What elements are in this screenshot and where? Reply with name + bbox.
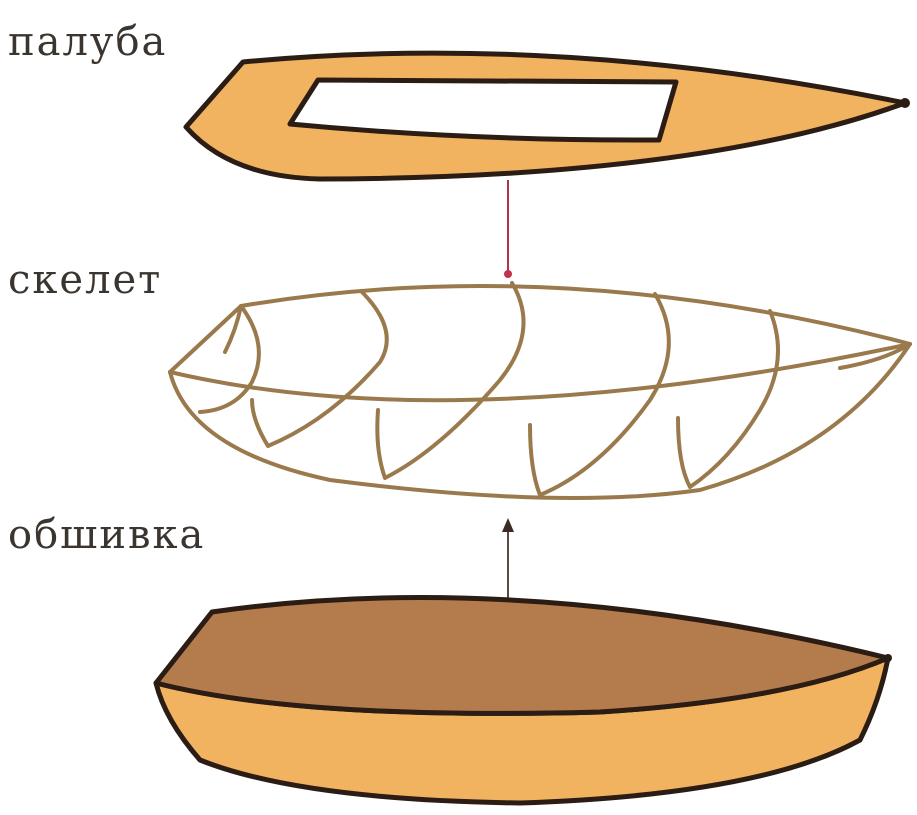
hull-frame-connector bbox=[502, 518, 514, 600]
frame-chine bbox=[170, 344, 910, 400]
hull-bow-tip bbox=[884, 654, 892, 662]
deck-opening bbox=[290, 80, 676, 140]
frame-rib-3 bbox=[377, 283, 523, 478]
label-hull: обшивка bbox=[8, 515, 205, 555]
label-deck: палуба bbox=[8, 22, 167, 62]
frame bbox=[170, 283, 910, 498]
deck bbox=[186, 53, 910, 179]
frame-rib-5 bbox=[678, 311, 778, 487]
deck-frame-connector bbox=[504, 180, 512, 278]
frame-gunwale bbox=[170, 286, 910, 372]
hull bbox=[156, 598, 892, 803]
label-frame: скелет bbox=[8, 260, 162, 300]
frame-rib-1 bbox=[200, 306, 259, 412]
frame-rib-2 bbox=[252, 291, 387, 446]
deck-bow-tip bbox=[900, 98, 910, 108]
